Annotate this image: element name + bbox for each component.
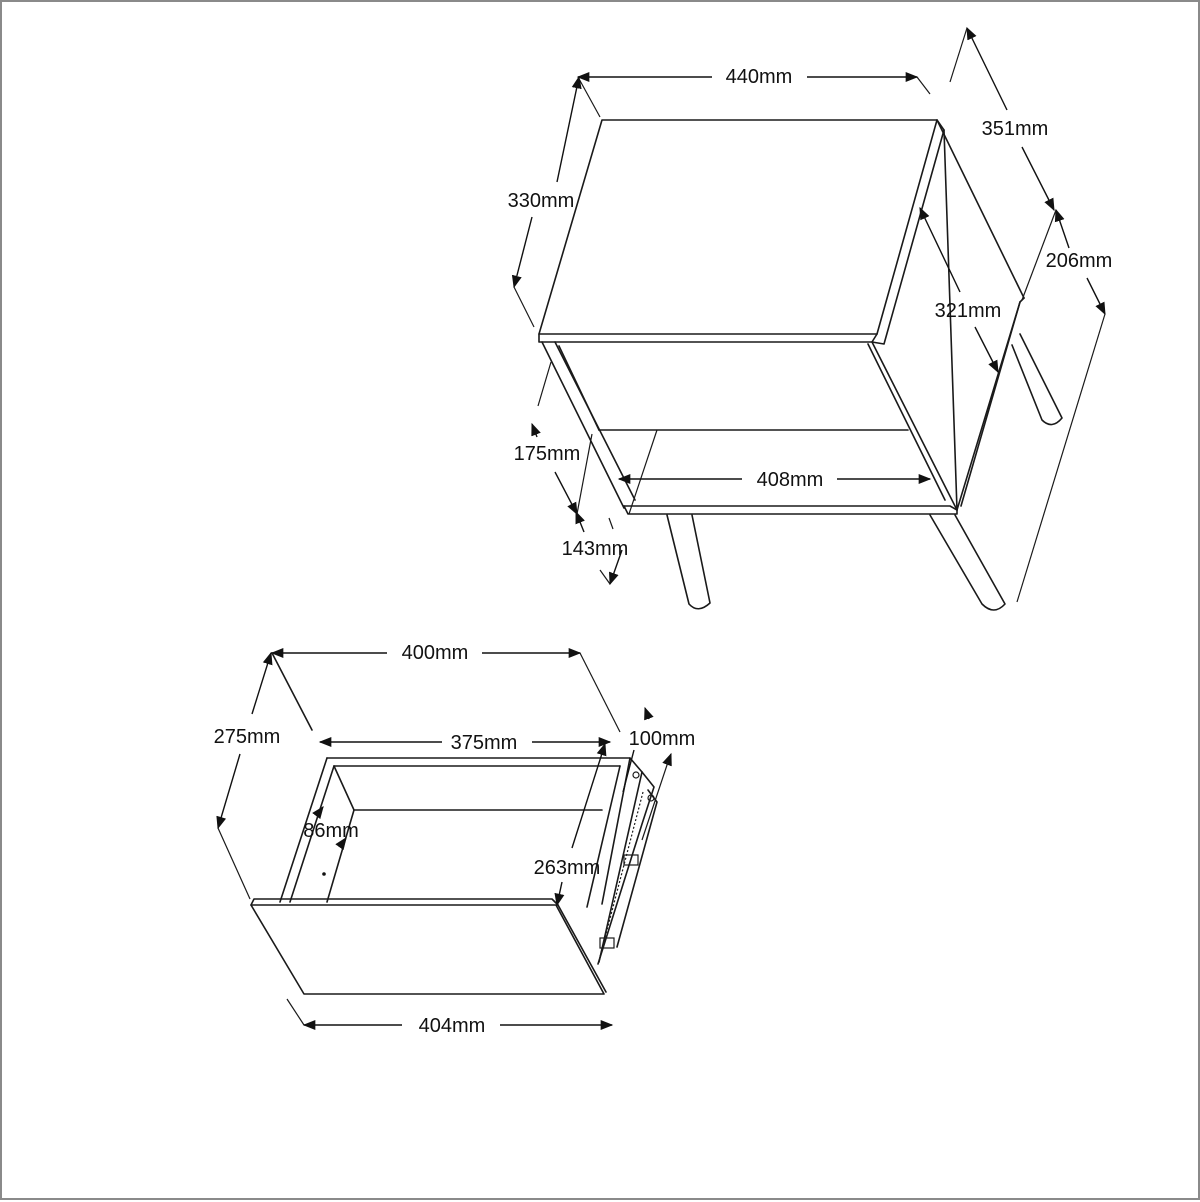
dim-label-inner-height: 321mm [934, 300, 1002, 322]
dim-label-cabinet-width: 440mm [725, 66, 793, 88]
dim-label-shelf-width: 408mm [756, 469, 824, 491]
cabinet-body [538, 119, 1063, 611]
dim-label-leg-height: 206mm [1045, 250, 1113, 272]
dim-label-drawer-inner-width: 375mm [450, 732, 518, 754]
dim-label-cabinet-side-height: 330mm [507, 190, 575, 212]
cabinet-dimension-lines [511, 26, 1106, 603]
dim-label-drawer-outer-depth: 275mm [213, 726, 281, 748]
dim-label-drawer-outer-width: 400mm [401, 642, 469, 664]
dim-label-drawer-front-width: 404mm [418, 1015, 486, 1037]
drawer-dimension-lines [216, 647, 672, 1031]
dim-label-drawer-side-height: 86mm [303, 820, 359, 842]
dim-label-cabinet-depth: 351mm [981, 118, 1049, 140]
dim-label-shelf-height: 175mm [513, 443, 581, 465]
dim-label-runner-height: 100mm [628, 728, 696, 750]
dim-label-drawer-inner-depth: 263mm [533, 857, 601, 879]
dim-label-shelf-opening: 143mm [561, 538, 629, 560]
